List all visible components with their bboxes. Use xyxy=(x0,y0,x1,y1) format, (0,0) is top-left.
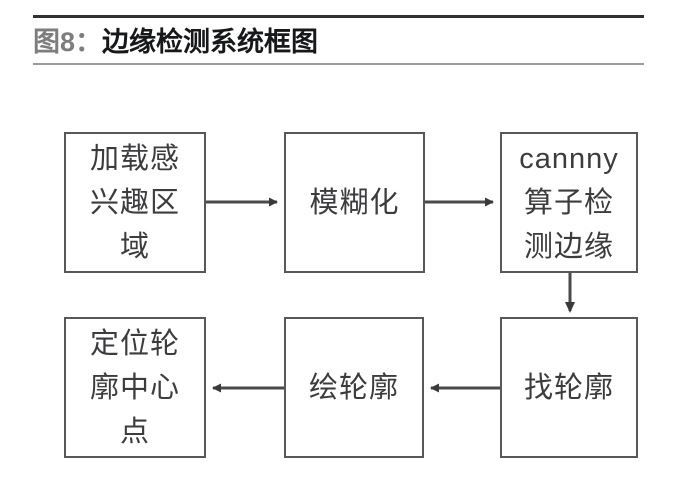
flowchart-node-canny-edge-detect: cannny 算子检 测边缘 xyxy=(500,132,638,273)
flowchart-node-label: cannny 算子检 测边缘 xyxy=(519,142,619,263)
flowchart-node-locate-contour-center: 定位轮 廓中心 点 xyxy=(64,317,206,458)
flowchart-node-label: 定位轮 廓中心 点 xyxy=(89,327,180,448)
flowchart-node-label: 加载感 兴趣区 域 xyxy=(89,142,180,263)
flowchart-node-label: 模糊化 xyxy=(309,186,400,219)
flowchart-node-label: 绘轮廓 xyxy=(308,371,399,404)
flowchart-node-draw-contours: 绘轮廓 xyxy=(284,317,424,458)
figure-number: 图8： xyxy=(33,27,103,57)
flowchart-node-blur: 模糊化 xyxy=(284,132,425,273)
figure-title: 边缘检测系统框图 xyxy=(102,27,319,57)
flowchart-node-label: 找轮廓 xyxy=(523,371,614,404)
figure-caption-block: 图8：边缘检测系统框图 xyxy=(33,15,644,65)
flowchart-node-load-roi: 加载感 兴趣区 域 xyxy=(64,132,206,273)
caption-rule-bottom xyxy=(33,63,644,65)
flowchart-node-find-contours: 找轮廓 xyxy=(500,317,638,458)
caption-rule-top xyxy=(33,15,644,18)
figure-caption: 图8：边缘检测系统框图 xyxy=(33,18,644,63)
